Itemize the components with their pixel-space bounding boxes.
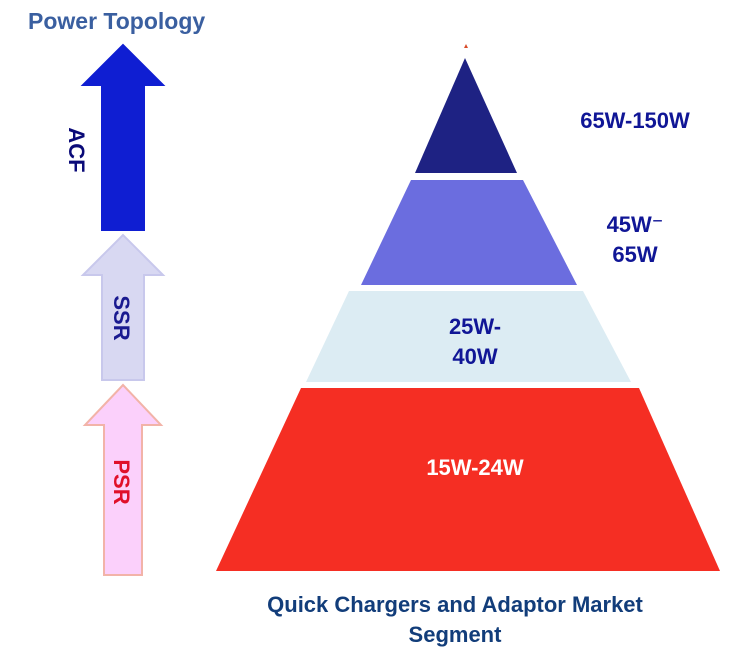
tier-label-45w-65w: 45W⁻ 65W xyxy=(580,210,690,270)
apex-mark xyxy=(464,44,468,48)
tier-label-line1: 25W- xyxy=(448,314,502,339)
tier-label-line1: 45W⁻ xyxy=(606,212,664,237)
caption-line1: Quick Chargers and Adaptor Market xyxy=(267,592,643,617)
acf-label: ACF xyxy=(64,127,89,172)
tier-65w-150w xyxy=(415,58,517,173)
diagram-title: Power Topology xyxy=(28,8,206,34)
tier-label-line2: 65W xyxy=(612,242,658,267)
tier-45w-65w xyxy=(361,180,577,285)
tier-25w-40w xyxy=(306,291,631,382)
caption-line2: Segment xyxy=(408,622,502,647)
acf-arrow xyxy=(80,43,166,231)
tier-label-25w-40w: 25W- 40W xyxy=(420,312,530,372)
tier-label-line1: 65W-150W xyxy=(580,108,690,133)
psr-label: PSR xyxy=(109,459,134,504)
psr-arrow xyxy=(82,383,164,576)
ssr-arrow xyxy=(80,233,166,381)
tier-label-line2: 40W xyxy=(452,344,498,369)
tier-label-65w-150w: 65W-150W xyxy=(560,106,710,136)
ssr-label: SSR xyxy=(109,295,134,340)
market-segment-caption: Quick Chargers and Adaptor Market Segmen… xyxy=(220,590,690,650)
tier-15w-24w xyxy=(216,388,720,571)
tier-label-15w-24w: 15W-24W xyxy=(400,453,550,483)
tier-label-line1: 15W-24W xyxy=(426,455,524,480)
